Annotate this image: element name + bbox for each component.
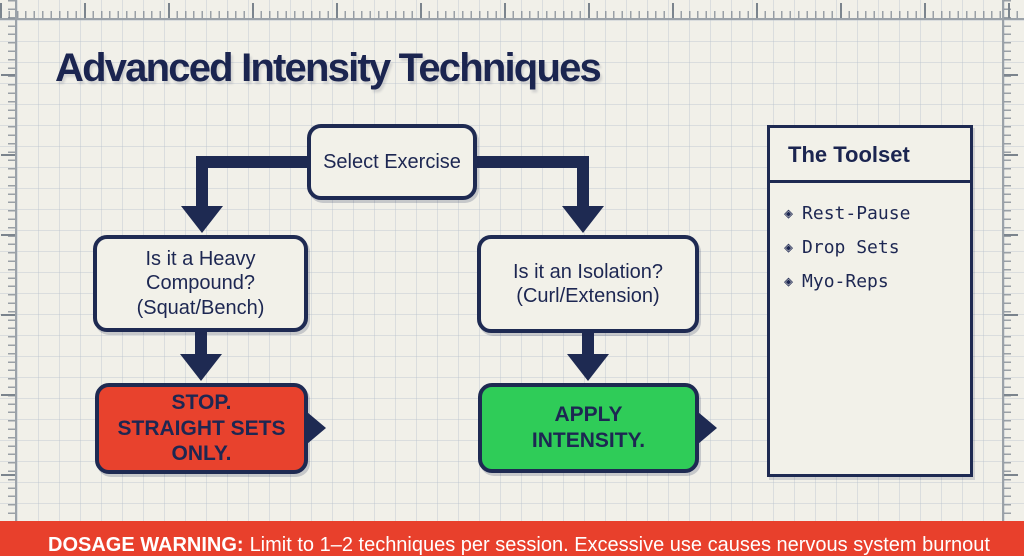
connector-vertical-top-left — [196, 156, 208, 208]
connector-horizontal-right — [473, 156, 589, 168]
node-label-line: Is it an Isolation? — [512, 260, 664, 283]
ruler-top — [0, 0, 1024, 20]
warning-text: Limit to 1–2 techniques per session. Exc… — [249, 534, 990, 556]
list-item-label: Drop Sets — [802, 237, 900, 258]
connector-vertical-bottom-right — [582, 331, 594, 356]
flow-node-apply: APPLY INTENSITY. — [478, 383, 699, 473]
node-label-line: STRAIGHT SETS — [117, 416, 286, 440]
list-item: ◈ Drop Sets — [784, 237, 956, 258]
toolset-list: ◈ Rest-Pause ◈ Drop Sets ◈ Myo-Reps — [770, 183, 970, 312]
list-item: ◈ Myo-Reps — [784, 271, 956, 292]
ruler-right — [1002, 0, 1024, 556]
target-diamond-icon: ◈ — [784, 238, 794, 256]
arrowhead-down-icon — [567, 354, 609, 381]
node-label-line: Is it a Heavy — [145, 247, 256, 270]
flow-node-decision-compound: Is it a Heavy Compound? (Squat/Bench) — [93, 235, 308, 332]
target-diamond-icon: ◈ — [784, 204, 794, 222]
page-title: Advanced Intensity Techniques — [55, 46, 602, 90]
node-label-line: ONLY. — [171, 442, 232, 466]
connector-horizontal-left — [196, 156, 311, 168]
flow-node-stop: STOP. STRAIGHT SETS ONLY. — [95, 383, 308, 474]
list-item-label: Rest-Pause — [802, 203, 911, 224]
list-item: ◈ Rest-Pause — [784, 203, 956, 224]
node-label: Select Exercise — [323, 150, 461, 173]
target-diamond-icon: ◈ — [784, 272, 794, 290]
warning-label: DOSAGE WARNING: — [48, 534, 244, 556]
arrowhead-down-icon — [562, 206, 604, 233]
toolset-title: The Toolset — [770, 128, 970, 183]
node-label-line: APPLY — [554, 403, 623, 427]
flow-node-decision-isolation: Is it an Isolation? (Curl/Extension) — [477, 235, 699, 333]
node-label-line: Compound? — [146, 272, 255, 295]
arrowhead-down-icon — [181, 206, 223, 233]
connector-vertical-bottom-left — [195, 330, 207, 356]
node-label-line: (Squat/Bench) — [136, 296, 265, 319]
arrowhead-down-icon — [180, 354, 222, 381]
list-item-label: Myo-Reps — [802, 271, 889, 292]
flow-node-select-exercise: Select Exercise — [307, 124, 477, 200]
ruler-left — [0, 0, 17, 556]
connector-vertical-top-right — [577, 156, 589, 208]
node-label-line: INTENSITY. — [531, 429, 646, 452]
toolset-panel: The Toolset ◈ Rest-Pause ◈ Drop Sets ◈ M… — [767, 125, 973, 477]
node-label-line: STOP. — [171, 391, 232, 415]
node-label-line: (Curl/Extension) — [516, 285, 660, 307]
dosage-warning-banner: DOSAGE WARNING:Limit to 1–2 techniques p… — [0, 521, 1024, 556]
pointer-right-icon — [307, 412, 326, 444]
pointer-right-icon — [698, 412, 717, 444]
